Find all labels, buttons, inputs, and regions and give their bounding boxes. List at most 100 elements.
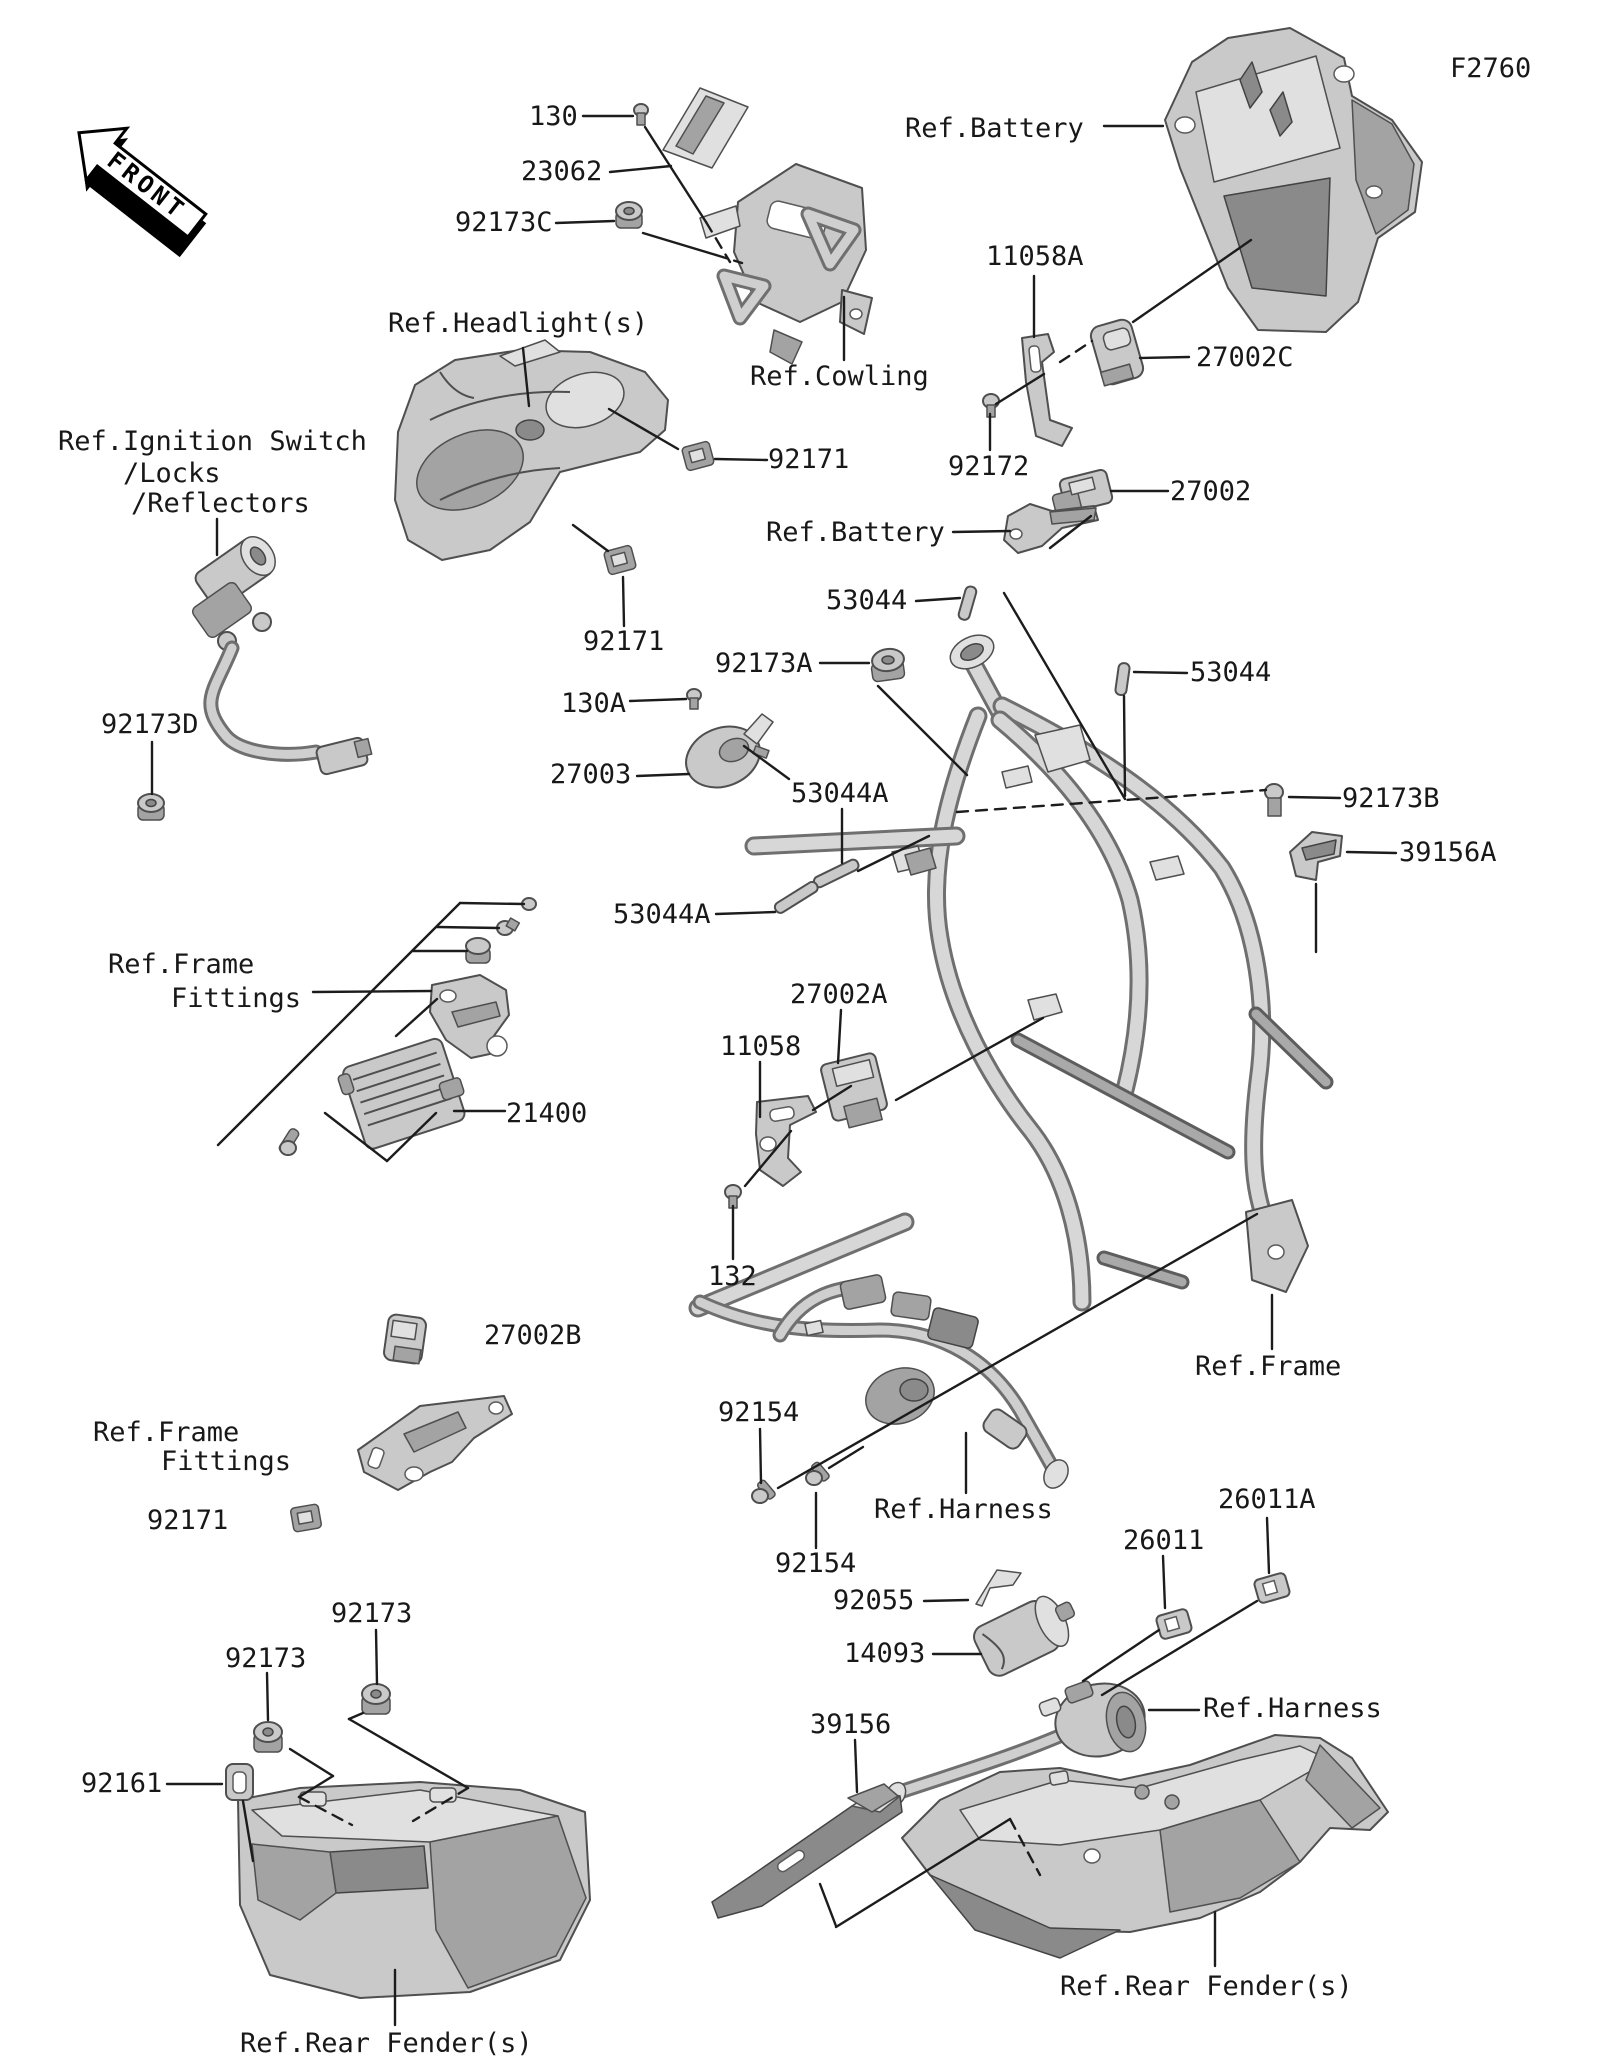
leader-line xyxy=(643,125,708,224)
leader-line xyxy=(922,1598,970,1603)
bracket-11058-illustration xyxy=(755,1095,817,1187)
clip-92161-illustration xyxy=(225,1763,254,1801)
leader-line xyxy=(607,407,680,451)
leader-line xyxy=(856,834,931,873)
leader-line xyxy=(385,1111,438,1163)
leader-line xyxy=(818,1882,838,1928)
leader-line xyxy=(288,1747,335,1778)
part-label-92173B: 92173B xyxy=(1342,783,1440,814)
ignition-switch-illustration xyxy=(191,536,373,776)
part-label-130: 130 xyxy=(529,101,578,132)
connector-92171-a-illustration xyxy=(681,440,715,472)
part-label-92173A: 92173A xyxy=(715,648,813,679)
part-label-ref-rear-fender-b: Ref.Rear Fender(s) xyxy=(240,2028,533,2059)
battery-bracket-illustration xyxy=(1164,27,1423,333)
leader-line xyxy=(1100,1599,1259,1697)
part-label-39156A: 39156A xyxy=(1399,837,1497,868)
leader-line xyxy=(1002,591,1127,801)
leader-line xyxy=(1131,238,1253,324)
leader-line xyxy=(955,788,1268,814)
part-label-ref-frame-fit1b: Fittings xyxy=(171,983,302,1014)
stay-23062-illustration xyxy=(662,87,749,169)
relay-27002A-illustration xyxy=(820,1052,888,1129)
part-label-ref-harness-b: Ref.Harness xyxy=(1203,1693,1382,1724)
part-label-53044-l: 53044 xyxy=(826,585,908,616)
bracket-11058A-illustration xyxy=(1021,333,1073,447)
leader-line xyxy=(1287,795,1342,800)
leader-line xyxy=(297,1774,335,1799)
grommet-92173-right-illustration xyxy=(361,1683,391,1715)
cowling-bracket-illustration xyxy=(699,163,873,365)
leader-line xyxy=(1008,1817,1042,1877)
leader-line xyxy=(1265,1516,1271,1575)
part-label-ref-battery-mid: Ref.Battery xyxy=(766,517,945,548)
leader-line xyxy=(394,997,439,1038)
part-label-92055: 92055 xyxy=(833,1585,915,1616)
part-label-ref-frame-fit2b: Fittings xyxy=(161,1446,292,1477)
part-label-11058A: 11058A xyxy=(986,241,1084,272)
part-label-11058: 11058 xyxy=(720,1031,802,1062)
part-label-132: 132 xyxy=(708,1261,757,1292)
leader-line xyxy=(776,1212,1259,1490)
leader-lines-layer xyxy=(150,114,1398,2027)
horn-27003-illustration xyxy=(685,713,774,789)
pin-53044-right-illustration xyxy=(1114,662,1131,697)
part-label-ref-rear-fender-r: Ref.Rear Fender(s) xyxy=(1060,1971,1353,2002)
relay-27002B-illustration xyxy=(383,1313,427,1365)
leader-line xyxy=(521,346,531,408)
part-label-ref-frame-fit2a: Ref.Frame xyxy=(93,1417,240,1448)
part-label-ref-frame-fit1a: Ref.Frame xyxy=(108,949,255,980)
part-label-53044A-b: 53044A xyxy=(613,899,711,930)
part-label-ref-battery-top: Ref.Battery xyxy=(905,113,1084,144)
leader-line xyxy=(347,1711,365,1721)
clamp-band-92055-illustration xyxy=(975,1569,1022,1607)
leader-line xyxy=(621,575,626,628)
part-label-ref-cowling: Ref.Cowling xyxy=(750,361,929,392)
leader-line xyxy=(216,901,462,1147)
connector-92171-c-illustration xyxy=(290,1503,322,1533)
pin-53044-left-illustration xyxy=(957,585,978,621)
leader-line xyxy=(323,1111,389,1163)
part-label-ref-harness-a: Ref.Harness xyxy=(874,1494,1053,1525)
leader-line xyxy=(241,1799,255,1863)
part-label-92172: 92172 xyxy=(948,451,1030,482)
leader-line xyxy=(834,1817,1012,1929)
leader-line xyxy=(435,925,501,930)
leader-line xyxy=(628,697,688,703)
clamp-26011A-illustration xyxy=(1253,1572,1291,1604)
part-label-ref-headlight: Ref.Headlight(s) xyxy=(388,308,649,339)
leader-line xyxy=(714,253,744,265)
grommet-92173-left-illustration xyxy=(253,1721,283,1753)
leader-line xyxy=(853,1738,859,1794)
leader-line xyxy=(1081,1628,1161,1683)
leader-line xyxy=(713,457,769,462)
leader-line xyxy=(876,684,969,777)
headlight-illustration xyxy=(394,339,669,561)
leader-line xyxy=(1345,850,1398,855)
part-label-27002A: 27002A xyxy=(790,979,888,1010)
part-label-ref-locks: /Locks xyxy=(123,458,221,489)
rear-fender-illustration xyxy=(901,1734,1389,1959)
leader-line xyxy=(635,772,691,778)
part-label-39156: 39156 xyxy=(810,1709,892,1740)
relay-27002C-illustration xyxy=(1089,318,1145,387)
battery-strap-illustration xyxy=(1003,503,1099,554)
part-label-23062: 23062 xyxy=(521,156,603,187)
part-label-21400: 21400 xyxy=(506,1098,588,1129)
part-label-92154-a: 92154 xyxy=(718,1397,800,1428)
bolt-130-illustration xyxy=(633,103,649,126)
leader-line xyxy=(608,164,673,174)
canister-14093-illustration xyxy=(973,1595,1076,1677)
battery-case-illustration xyxy=(237,1781,591,1999)
leader-line xyxy=(347,1717,470,1790)
clamp-26011-illustration xyxy=(1155,1608,1193,1640)
frame-fittings-2-illustration xyxy=(357,1395,513,1491)
part-label-92173D: 92173D xyxy=(101,709,199,740)
leader-line xyxy=(743,1129,793,1188)
leader-line xyxy=(704,220,732,264)
leader-line xyxy=(458,901,526,906)
leader-line xyxy=(311,989,433,994)
part-label-92173C: 92173C xyxy=(455,207,553,238)
